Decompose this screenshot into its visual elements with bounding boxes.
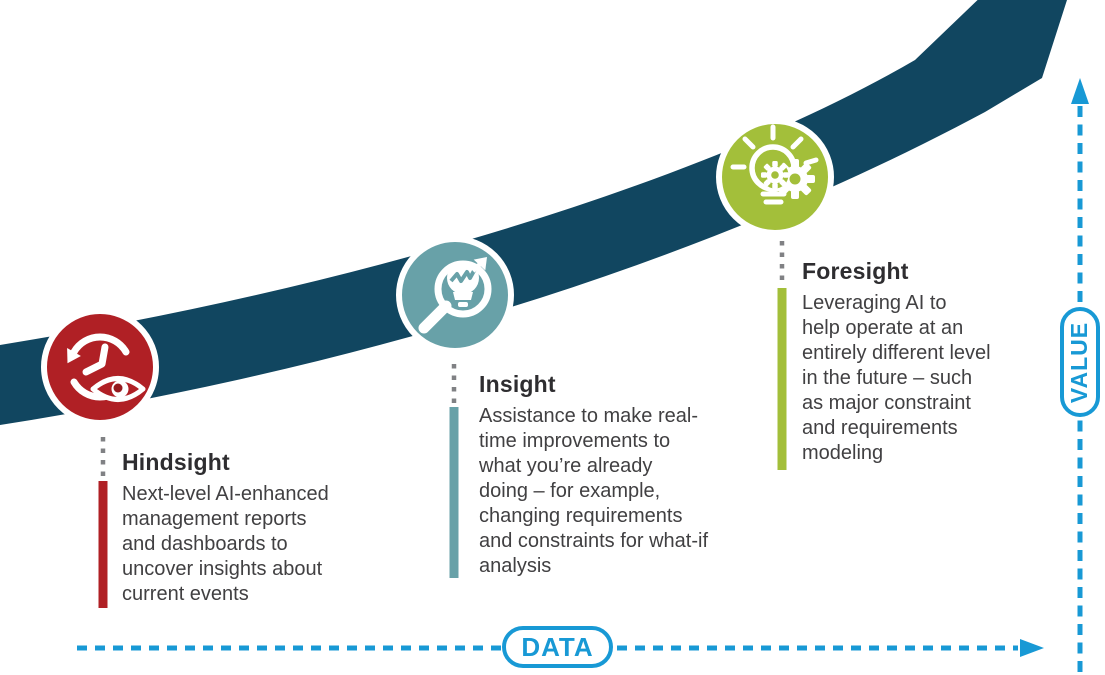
value-axis-label: VALUE [1066,321,1093,403]
stage-insight-title: Insight [479,371,556,397]
stage-hindsight-description: Next-level AI-enhanced management report… [122,483,329,605]
stage-insight-description: Assistance to make real- time improvemen… [479,405,708,577]
stage-insight-text: Insight Assistance to make real- time im… [479,371,749,579]
stage-hindsight-title: Hindsight [122,449,230,475]
hindsight-accent-bar [98,481,108,608]
data-axis-label: DATA [521,631,594,662]
stage-foresight-title: Foresight [802,258,909,284]
value-axis-label-pill: VALUE [1060,307,1100,417]
foresight-accent-bar [777,288,787,470]
data-axis-arrowhead [1020,639,1044,657]
data-axis-label-pill: DATA [502,626,613,668]
magnifier-lightbulb-trend-icon [418,257,492,334]
stage-hindsight-text: Hindsight Next-level AI-enhanced managem… [122,449,352,607]
insight-accent-bar [449,407,459,578]
lightbulb-gear-icon [730,124,819,205]
value-axis-arrowhead [1071,78,1089,104]
value-curve-arrow [0,0,1067,425]
stage-foresight-text: Foresight Leveraging AI to help operate … [802,258,1032,466]
stage-foresight-description: Leveraging AI to help operate at an enti… [802,292,991,464]
history-clock-eye-icon [67,333,146,402]
